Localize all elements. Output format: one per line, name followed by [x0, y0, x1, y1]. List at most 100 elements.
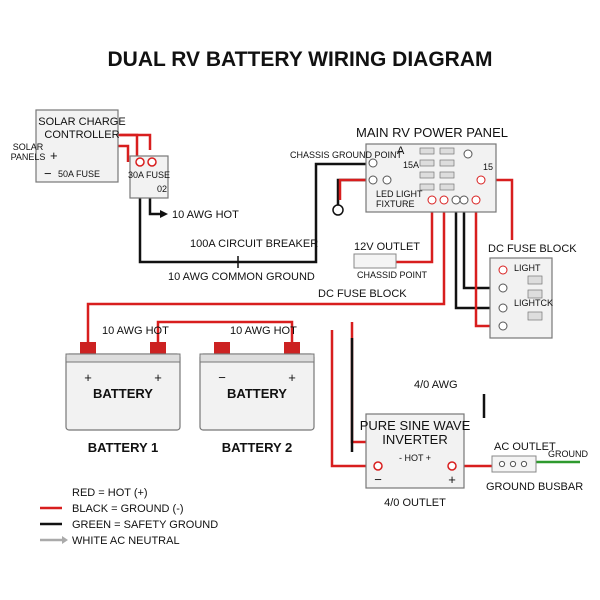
wire-panel-to-fuse-light — [462, 200, 497, 290]
wire-chassis-ground — [336, 178, 366, 208]
breaker-slot — [439, 171, 455, 179]
battery-minus: − — [218, 370, 226, 385]
breaker-slot — [439, 147, 455, 155]
main-rv-power-panel: MAIN RV POWER PANEL CHASSIS GROUND POINT… — [290, 125, 508, 213]
legend: RED = HOT (+) BLACK = GROUND (-) GREEN =… — [40, 487, 218, 547]
breaker-slot — [419, 183, 435, 191]
arrow-right-icon — [160, 210, 168, 218]
awg-4-0-label: 4/0 AWG — [414, 379, 458, 391]
panel-terminal — [463, 149, 473, 159]
outlet-12v-label: 12V OUTLET — [354, 241, 420, 253]
circuit-breaker-label: 100A CIRCUIT BREAKER — [190, 238, 318, 250]
fuse-terminal — [498, 303, 508, 313]
outlet-pin — [509, 460, 517, 468]
rating-15: 15 — [483, 162, 493, 172]
dc-fuse-block: DC FUSE BLOCK LIGHT LIGHTCK — [488, 243, 577, 339]
led-light-label-2: FIXTURE — [376, 199, 415, 209]
main-panel-title: MAIN RV POWER PANEL — [356, 125, 508, 140]
battery-post — [150, 342, 166, 354]
fuse-terminal — [135, 157, 145, 167]
breaker-slot — [419, 147, 435, 155]
chassis-ground-icon — [332, 204, 344, 216]
wire-battery-hot-link — [156, 320, 294, 348]
breaker-slot — [419, 171, 435, 179]
rating-15a: 15A — [403, 160, 419, 170]
chassis-point-label: CHASSID POINT — [357, 270, 428, 280]
chassis-ground-label: CHASSIS GROUND POINT — [290, 150, 403, 160]
battery-plus: + — [288, 370, 296, 385]
ground-busbar-label: GROUND BUSBAR — [486, 481, 583, 493]
fuse-light-label: LIGHT — [514, 263, 541, 273]
ground-label: GROUND — [548, 449, 588, 459]
outlet-pin — [520, 460, 528, 468]
wire-led-light — [338, 178, 366, 200]
controller-label-1: SOLAR CHARGE — [38, 116, 125, 128]
panel-terminal — [471, 195, 481, 205]
breaker-slot — [439, 159, 455, 167]
arrow-right-icon — [62, 536, 68, 544]
awg-hot-label: 10 AWG HOT — [172, 209, 239, 221]
legend-item: GREEN = SAFETY GROUND — [72, 519, 218, 531]
12v-outlet — [353, 253, 397, 269]
rating-a: A — [397, 145, 405, 157]
panel-terminal — [451, 195, 461, 205]
breaker-slot — [419, 159, 435, 167]
led-light-label-1: LED LIGHT — [376, 189, 423, 199]
wires — [86, 133, 580, 468]
legend-item: BLACK = GROUND (-) — [72, 503, 184, 515]
battery-2: − + BATTERY BATTERY 2 — [199, 342, 315, 455]
pure-sine-wave-inverter: PURE SINE WAVE INVERTER - HOT + − + — [360, 413, 471, 489]
ac-outlet-label: AC OUTLET — [494, 441, 556, 453]
awg-hot-2-label: 10 AWG HOT — [230, 325, 297, 337]
battery-post — [214, 342, 230, 354]
diagram-title: DUAL RV BATTERY WIRING DIAGRAM — [107, 48, 492, 71]
legend-item: WHITE AC NEUTRAL — [72, 535, 180, 547]
battery-2-name: BATTERY — [227, 386, 287, 401]
battery-plus: + — [84, 370, 92, 385]
inverter-terminal — [447, 461, 457, 471]
wire-panel-to-fuse-lighter — [454, 200, 497, 310]
wire-main-hot — [86, 200, 446, 348]
fuse-slot — [527, 311, 543, 321]
panels-label-2: PANELS — [11, 152, 46, 162]
wire-common-ground — [138, 162, 368, 264]
controller-label-2: CONTROLLER — [44, 129, 119, 141]
panel-terminal — [476, 175, 486, 185]
inverter-terminal — [373, 461, 383, 471]
inverter-minus: − — [374, 472, 382, 487]
fuse-terminal — [498, 321, 508, 331]
battery-1-caption: BATTERY 1 — [88, 440, 159, 455]
panel-terminal — [368, 175, 378, 185]
outlet-pin — [498, 460, 506, 468]
breaker-slot — [439, 183, 455, 191]
fuse-lighter-label: LIGHTCK — [514, 298, 553, 308]
fuse-slot — [527, 275, 543, 285]
wire-panel-to-12v-outlet — [396, 200, 434, 264]
panel-terminal — [459, 195, 469, 205]
fuse-terminal — [498, 265, 508, 275]
fuse-30a-label: 30A FUSE — [128, 170, 170, 180]
minus-symbol: − — [44, 166, 52, 181]
fuse-terminal — [498, 283, 508, 293]
wire-fuse-to-panel-hot — [120, 133, 152, 150]
panel-terminal — [368, 158, 378, 168]
outlet-4-0-label: 4/0 OUTLET — [384, 497, 446, 509]
inverter-plus: + — [448, 472, 456, 487]
awg-hot-1-label: 10 AWG HOT — [102, 325, 169, 337]
inverter-hot-label: - HOT + — [399, 453, 431, 463]
panels-label-1: SOLAR — [13, 142, 44, 152]
fuse-terminal — [147, 157, 157, 167]
inverter-label-1: PURE SINE WAVE — [360, 418, 471, 433]
legend-item: RED = HOT (+) — [72, 487, 148, 499]
plus-symbol: + — [50, 148, 58, 163]
dc-fuse-block-right-label: DC FUSE BLOCK — [488, 243, 577, 255]
inverter-label-2: INVERTER — [382, 432, 448, 447]
dc-fuse-block-center-label: DC FUSE BLOCK — [318, 288, 407, 300]
wire-inverter-neg — [330, 330, 378, 468]
battery-post — [80, 342, 96, 354]
common-ground-label: 10 AWG COMMON GROUND — [168, 271, 315, 283]
panel-terminal — [427, 195, 437, 205]
battery-plus: + — [154, 370, 162, 385]
fuse-30a-sub: 02 — [157, 184, 167, 194]
battery-1: + + BATTERY BATTERY 1 — [65, 342, 181, 455]
